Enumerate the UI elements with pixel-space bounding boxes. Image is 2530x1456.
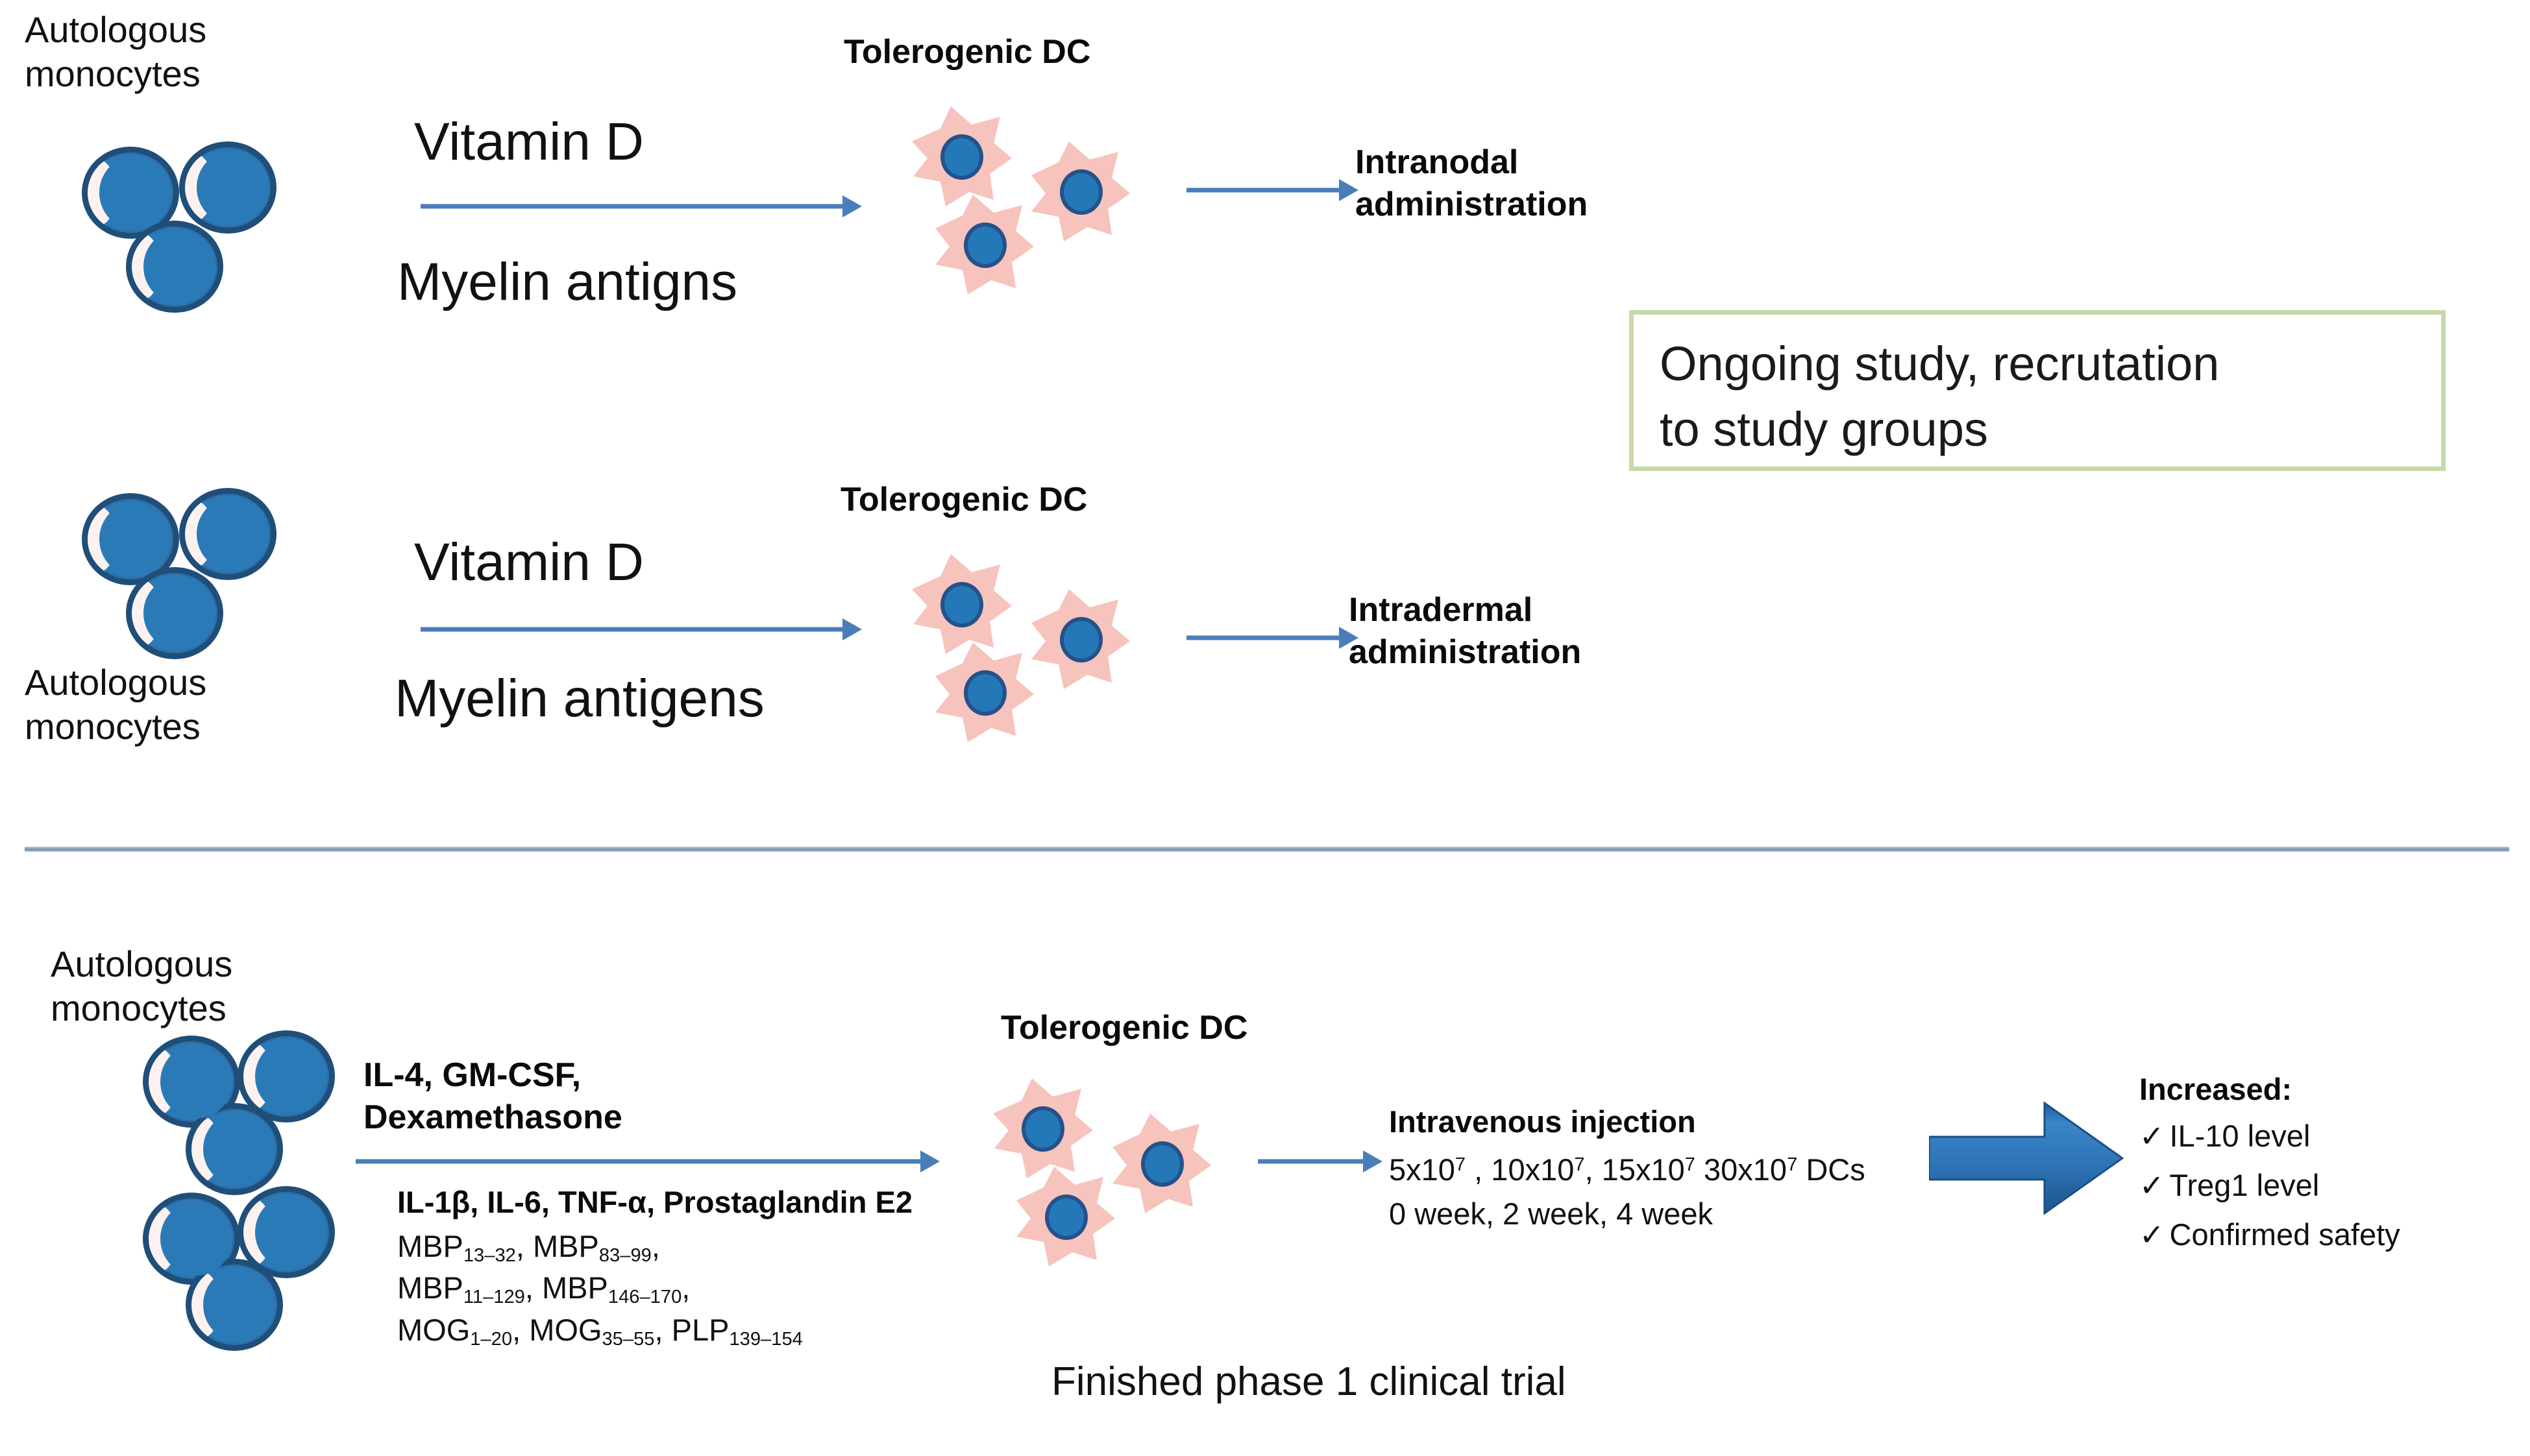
result-item: ✓ IL-10 level	[2139, 1116, 2503, 1156]
check-icon: ✓	[2139, 1169, 2165, 1203]
check-icon: ✓	[2139, 1119, 2165, 1154]
peptide-line: MOG1–20, MOG35–55, PLP139–154	[397, 1312, 803, 1350]
results-title: Increased:	[2139, 1072, 2292, 1106]
results-block-arrow	[1929, 1097, 2124, 1220]
arrow-shaft	[421, 204, 845, 209]
row1-process-arrow	[421, 195, 862, 218]
arrow-head	[842, 618, 862, 640]
row1-monocyte-cluster	[70, 141, 278, 330]
row1-stimulus-myelin: Myelin antigns	[397, 252, 738, 311]
monocyte	[186, 1259, 283, 1351]
row1-product-label: Tolerogenic DC	[844, 33, 1091, 71]
monocyte	[82, 147, 179, 239]
status-callout: Ongoing study, recrutation to study grou…	[1629, 310, 2446, 471]
bottom-stimuli-label: IL-4, GM-CSF, Dexamethasone	[363, 1056, 622, 1136]
section-divider	[25, 847, 2509, 852]
row1-source-label: Autologous monocytes	[25, 9, 207, 95]
monocyte	[179, 141, 276, 234]
bottom-product-label: Tolerogenic DC	[1001, 1009, 1248, 1047]
row2-product-label: Tolerogenic DC	[841, 481, 1088, 518]
row2-process-arrow	[421, 618, 862, 641]
monocyte	[126, 567, 223, 659]
result-item: ✓ Treg1 level	[2139, 1165, 2503, 1206]
row2-delivery-arrow	[1186, 626, 1358, 649]
check-icon: ✓	[2139, 1218, 2165, 1252]
monocyte	[186, 1103, 283, 1195]
bottom-administration-title: Intravenous injection	[1389, 1104, 1696, 1139]
peptide-line: MBP11–129, MBP146–170,	[397, 1270, 691, 1308]
monocyte	[238, 1186, 335, 1278]
bottom-dc-cluster	[954, 1063, 1227, 1277]
bottom-peptide-list: MBP13–32, MBP83–99, MBP11–129, MBP146–170…	[397, 1226, 890, 1352]
result-label: IL-10 level	[2169, 1119, 2311, 1154]
bottom-process-arrow	[356, 1150, 940, 1173]
result-label: Confirmed safety	[2169, 1217, 2400, 1252]
arrow-head	[842, 195, 862, 217]
bottom-administration-dose: 5x107 , 10x107, 15x107 30x107 DCs	[1389, 1152, 1865, 1187]
bottom-delivery-arrow	[1258, 1150, 1382, 1173]
arrow-head	[1339, 627, 1358, 649]
bottom-caption: Finished phase 1 clinical trial	[1051, 1359, 1566, 1404]
row2-monocyte-cluster	[70, 488, 278, 676]
row2-source-label: Autologous monocytes	[25, 662, 207, 747]
row2-dc-cluster	[873, 539, 1146, 753]
bottom-administration-schedule: 0 week, 2 week, 4 week	[1389, 1196, 1713, 1231]
result-label: Treg1 level	[2169, 1168, 2320, 1203]
status-callout-text: Ongoing study, recrutation to study grou…	[1660, 337, 2220, 456]
arrow-shaft	[356, 1159, 923, 1164]
row1-delivery-arrow	[1186, 178, 1358, 202]
row1-stimulus-vitamin-d: Vitamin D	[414, 112, 644, 171]
bottom-maturation-label: IL-1β, IL-6, TNF-α, Prostaglandin E2	[397, 1185, 913, 1219]
arrow-shaft	[1186, 635, 1342, 640]
row2-stimulus-vitamin-d: Vitamin D	[414, 533, 644, 592]
row1-dc-cluster	[873, 91, 1146, 305]
result-item: ✓ Confirmed safety	[2139, 1215, 2503, 1255]
arrow-head	[920, 1150, 940, 1172]
arrow-shaft	[421, 627, 845, 632]
monocyte	[179, 488, 276, 580]
bottom-monocyte-cluster	[130, 1030, 363, 1368]
monocyte	[126, 221, 223, 313]
arrow-head	[1339, 179, 1358, 201]
row2-outcome-label: Intradermal administration	[1349, 591, 1582, 671]
peptide-line: MBP13–32, MBP83–99,	[397, 1229, 660, 1266]
row2-stimulus-myelin: Myelin antigens	[395, 669, 765, 728]
results-block: Increased: ✓ IL-10 level ✓ Treg1 level ✓…	[2139, 1069, 2503, 1255]
arrow-head	[1363, 1150, 1382, 1172]
bottom-source-label: Autologous monocytes	[51, 943, 233, 1029]
row1-outcome-label: Intranodal administration	[1355, 143, 1588, 223]
arrow-shaft	[1186, 188, 1342, 193]
arrow-shaft	[1258, 1159, 1366, 1164]
